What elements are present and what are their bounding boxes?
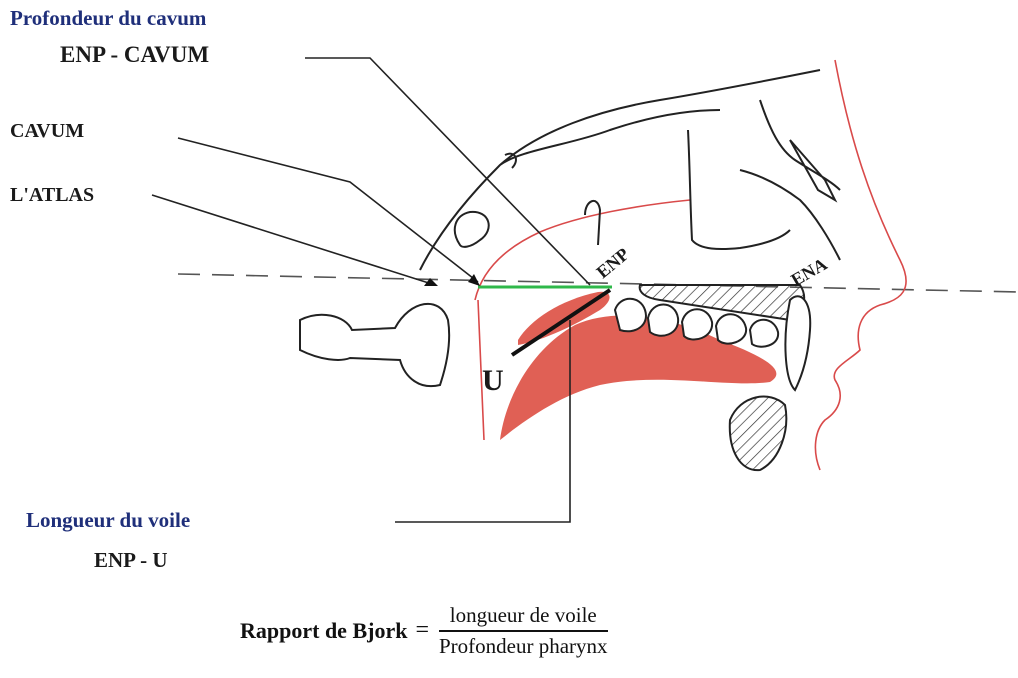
formula-name: Rapport de Bjork xyxy=(240,618,407,644)
formula-numerator: longueur de voile xyxy=(448,603,599,630)
profondeur-subtitle: ENP - CAVUM xyxy=(60,42,209,68)
atlas-label: L'ATLAS xyxy=(10,184,94,207)
incisor-outline xyxy=(785,296,810,390)
bjork-ratio-formula: Rapport de Bjork = longueur de voile Pro… xyxy=(240,603,608,659)
pointer-cavum xyxy=(178,138,478,282)
skull-base-outline xyxy=(420,70,840,270)
longueur-subtitle: ENP - U xyxy=(94,548,168,573)
chin-symphysis-hatched xyxy=(730,397,786,471)
profondeur-title: Profondeur du cavum xyxy=(10,6,206,31)
palatal-reference-line xyxy=(178,274,1018,292)
u-point-label: U xyxy=(482,364,504,398)
pointer-atlas xyxy=(152,195,435,285)
longueur-title: Longueur du voile xyxy=(26,508,190,533)
formula-fraction: longueur de voile Profondeur pharynx xyxy=(439,603,608,659)
formula-equals: = xyxy=(415,617,429,644)
facial-profile-contour xyxy=(815,60,906,470)
pointer-profondeur xyxy=(305,58,590,285)
cavum-label: CAVUM xyxy=(10,120,84,143)
formula-denominator: Profondeur pharynx xyxy=(439,632,608,659)
atlas-vertebra-outline xyxy=(300,304,449,386)
